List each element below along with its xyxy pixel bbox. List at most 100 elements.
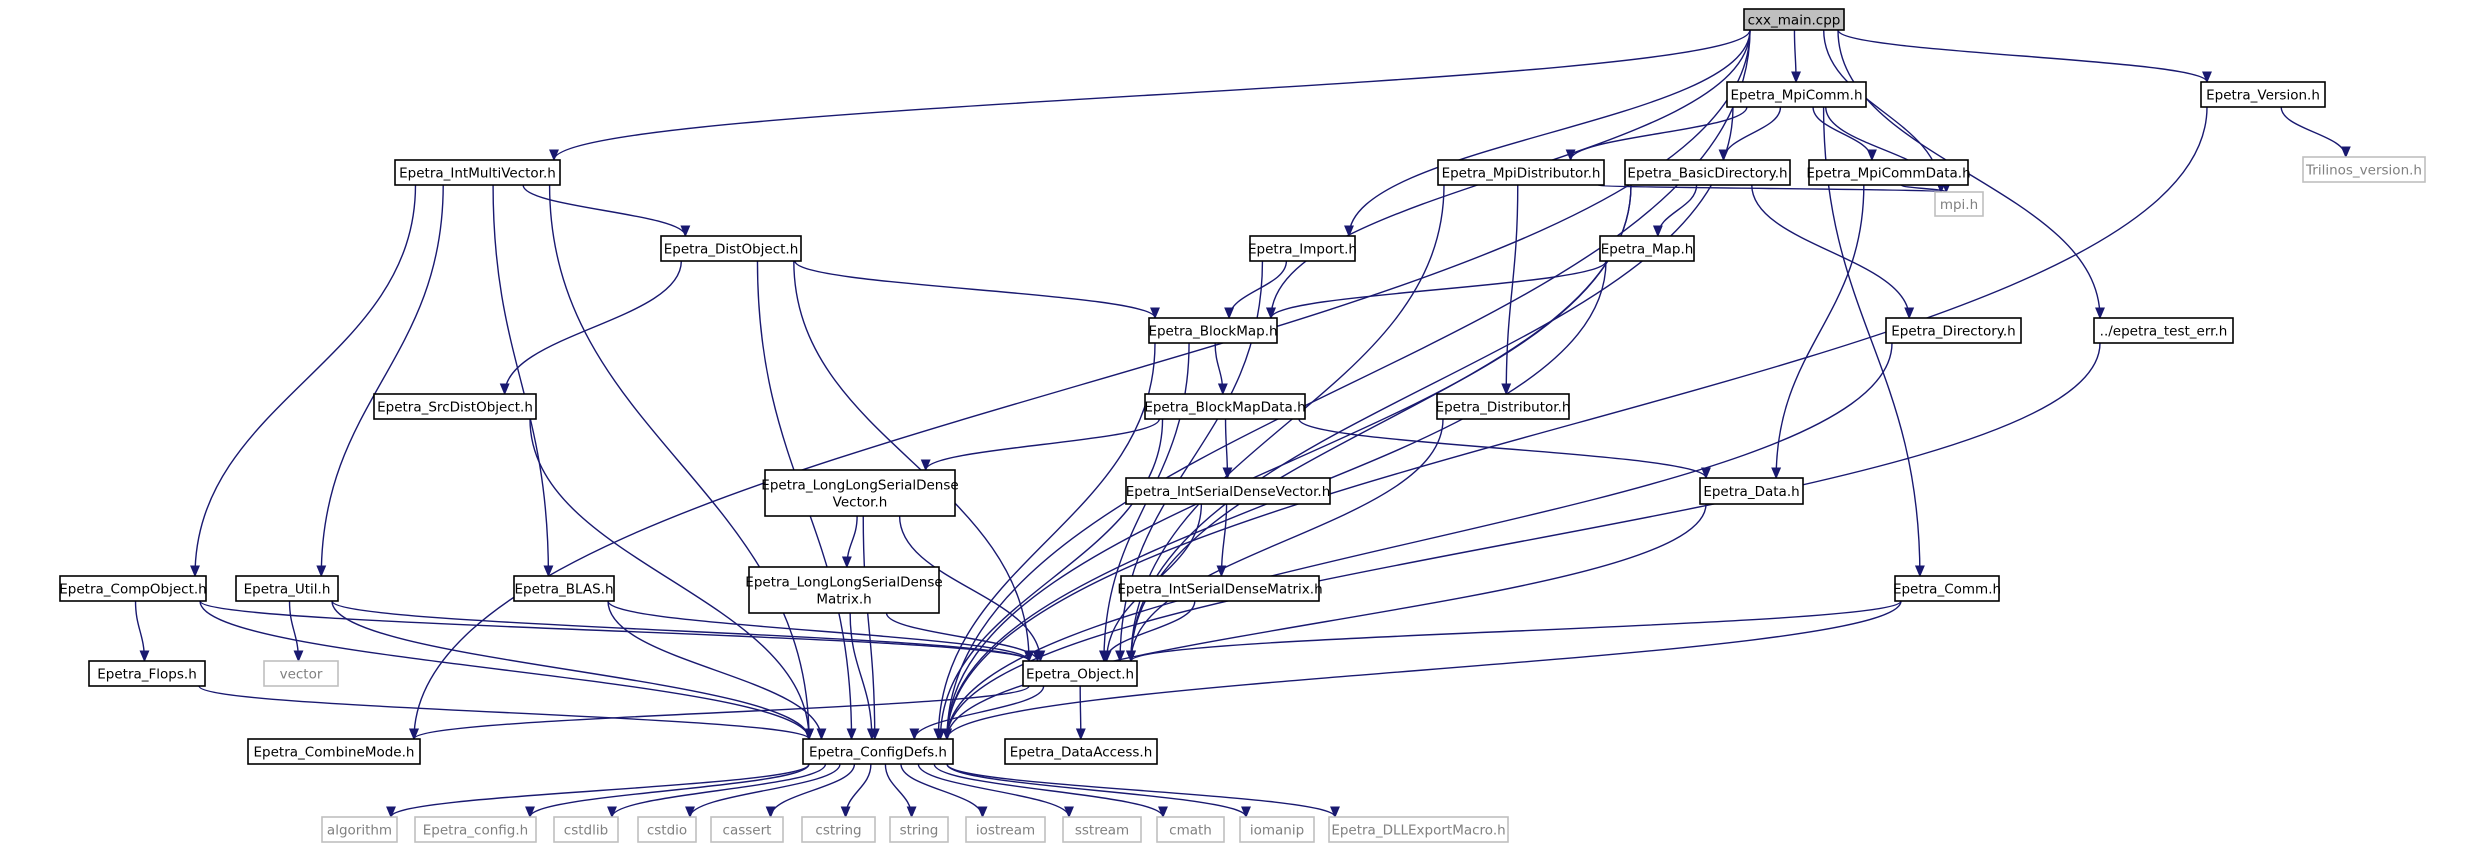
- node-version[interactable]: Epetra_Version.h: [2200, 81, 2326, 108]
- node-flops[interactable]: Epetra_Flops.h: [88, 660, 206, 687]
- arrowhead-mpidistributor-to-distributor: [1501, 383, 1512, 396]
- node-label: Epetra_BLAS.h: [514, 582, 613, 598]
- node-intsdvector[interactable]: Epetra_IntSerialDenseVector.h: [1125, 477, 1331, 505]
- arrowhead-llsdmatrix-to-object: [1032, 650, 1043, 663]
- node-box: [801, 816, 876, 843]
- arrowhead-import-to-object: [1115, 650, 1126, 663]
- node-label: Epetra_Util.h: [244, 582, 331, 598]
- node-iomanip: iomanip: [1239, 816, 1315, 843]
- node-box: [1120, 575, 1320, 602]
- edge-llsdmatrix-to-object: [885, 612, 1039, 662]
- node-label: cstdlib: [564, 823, 608, 839]
- node-label: iomanip: [1250, 823, 1304, 839]
- arrowhead-llsdmatrix-to-configdefs: [866, 728, 877, 741]
- edge-intmultivector-to-compobject: [194, 184, 417, 577]
- node-blas[interactable]: Epetra_BLAS.h: [513, 575, 615, 602]
- node-label: cassert: [723, 823, 772, 839]
- node-object[interactable]: Epetra_Object.h: [1022, 660, 1138, 687]
- node-srcdistobject[interactable]: Epetra_SrcDistObject.h: [373, 393, 537, 420]
- node-intsdmatrix[interactable]: Epetra_IntSerialDenseMatrix.h: [1117, 575, 1323, 602]
- edge-configdefs-to-cstdio: [689, 763, 841, 818]
- arrowhead-basicdirectory-to-directory: [1904, 307, 1915, 320]
- node-mpicomm[interactable]: Epetra_MpiComm.h: [1726, 81, 1867, 108]
- node-import[interactable]: Epetra_Import.h: [1248, 235, 1357, 262]
- node-blockmap[interactable]: Epetra_BlockMap.h: [1148, 317, 1278, 344]
- edge-mpicomm-to-mpidistributor: [1569, 106, 1748, 161]
- node-cxx_main[interactable]: cxx_main.cpp: [1743, 8, 1845, 31]
- arrowhead-blockmapdata-to-intsdvector: [1222, 467, 1233, 480]
- node-label: cstring: [815, 823, 861, 839]
- node-test_err[interactable]: ../epetra_test_err.h: [2093, 317, 2234, 344]
- edge-cxx_main-to-test_err: [1837, 29, 2101, 319]
- node-box: [660, 235, 802, 262]
- node-label: Epetra_Flops.h: [97, 667, 197, 683]
- edge-import-to-blockmap: [1228, 260, 1288, 319]
- node-label: Epetra_Distributor.h: [1436, 400, 1571, 416]
- arrowhead-flops-to-configdefs: [804, 728, 814, 741]
- edge-cxx_main-to-import: [1348, 29, 1751, 237]
- node-box: [710, 816, 784, 843]
- edge-comm-to-object: [1130, 600, 1902, 662]
- edge-version-to-trilinos_version: [2280, 106, 2347, 158]
- arrowhead-configdefs-to-cstdlib: [607, 806, 617, 819]
- node-combinemode[interactable]: Epetra_CombineMode.h: [247, 738, 421, 765]
- node-box: [263, 660, 339, 687]
- arrowhead-distobject-to-configdefs: [846, 728, 857, 741]
- edge-configdefs-to-cstdlib: [611, 763, 827, 818]
- node-label: Epetra_ConfigDefs.h: [809, 745, 947, 761]
- arrowhead-configdefs-to-algorithm: [386, 806, 396, 819]
- node-blockmapdata[interactable]: Epetra_BlockMapData.h: [1144, 393, 1306, 420]
- node-box: [889, 816, 949, 843]
- arrowhead-cxx_main-to-mpicomm: [1791, 71, 1802, 84]
- node-basicdirectory[interactable]: Epetra_BasicDirectory.h: [1624, 159, 1791, 186]
- node-map[interactable]: Epetra_Map.h: [1599, 235, 1695, 262]
- node-data[interactable]: Epetra_Data.h: [1699, 477, 1804, 505]
- edge-configdefs-to-cmath: [933, 763, 1164, 818]
- node-box: [1249, 235, 1356, 262]
- node-directory[interactable]: Epetra_Directory.h: [1885, 317, 2022, 344]
- node-label: Epetra_config.h: [423, 823, 528, 839]
- arrowhead-util-to-vector: [293, 650, 304, 663]
- arrowhead-llsdvector-to-llsdmatrix: [841, 556, 852, 569]
- node-dllexport: Epetra_DLLExportMacro.h: [1328, 816, 1509, 843]
- node-label: Epetra_SrcDistObject.h: [377, 400, 533, 416]
- arrowhead-configdefs-to-iostream: [977, 806, 988, 819]
- node-dataaccess[interactable]: Epetra_DataAccess.h: [1004, 738, 1158, 765]
- node-box: [2200, 81, 2326, 108]
- node-mpidistributor[interactable]: Epetra_MpiDistributor.h: [1437, 159, 1605, 186]
- arrowhead-intmultivector-to-distobject: [680, 225, 691, 238]
- edge-blas-to-object: [607, 600, 1030, 662]
- arrowhead-mpicomm-to-comm: [1914, 565, 1925, 578]
- edge-util-to-configdefs: [331, 600, 810, 740]
- node-box: [414, 816, 537, 843]
- arrowhead-intmultivector-to-compobject: [190, 565, 200, 578]
- edge-intmultivector-to-blas: [492, 184, 550, 577]
- node-box: [1624, 159, 1791, 186]
- node-label: Epetra_DLLExportMacro.h: [1331, 823, 1505, 839]
- node-comm[interactable]: Epetra_Comm.h: [1893, 575, 2001, 602]
- node-util[interactable]: Epetra_Util.h: [235, 575, 339, 602]
- node-compobject[interactable]: Epetra_CompObject.h: [59, 575, 207, 602]
- edge-flops-to-configdefs: [198, 685, 810, 740]
- node-box: [1148, 317, 1278, 344]
- node-label: Epetra_MpiCommData.h: [1806, 166, 1970, 182]
- edge-mpidistributor-to-distributor: [1505, 184, 1519, 395]
- node-label: Epetra_IntMultiVector.h: [399, 166, 556, 182]
- node-label: Epetra_IntSerialDenseVector.h: [1126, 484, 1331, 500]
- node-distobject[interactable]: Epetra_DistObject.h: [660, 235, 802, 262]
- node-mpicommdata[interactable]: Epetra_MpiCommData.h: [1806, 159, 1971, 186]
- node-cstdio: cstdio: [637, 816, 697, 843]
- node-label: Epetra_Directory.h: [1891, 324, 2015, 340]
- node-intmultivector[interactable]: Epetra_IntMultiVector.h: [394, 159, 561, 186]
- arrowhead-object-to-dataaccess: [1075, 728, 1086, 741]
- node-distributor[interactable]: Epetra_Distributor.h: [1436, 393, 1571, 420]
- edge-mpicomm-to-object: [1130, 106, 1734, 662]
- node-configdefs[interactable]: Epetra_ConfigDefs.h: [802, 738, 954, 765]
- node-label: Trilinos_version.h: [2305, 163, 2422, 179]
- node-sstream: sstream: [1062, 816, 1142, 843]
- edge-mpicommdata-to-data: [1775, 184, 1865, 479]
